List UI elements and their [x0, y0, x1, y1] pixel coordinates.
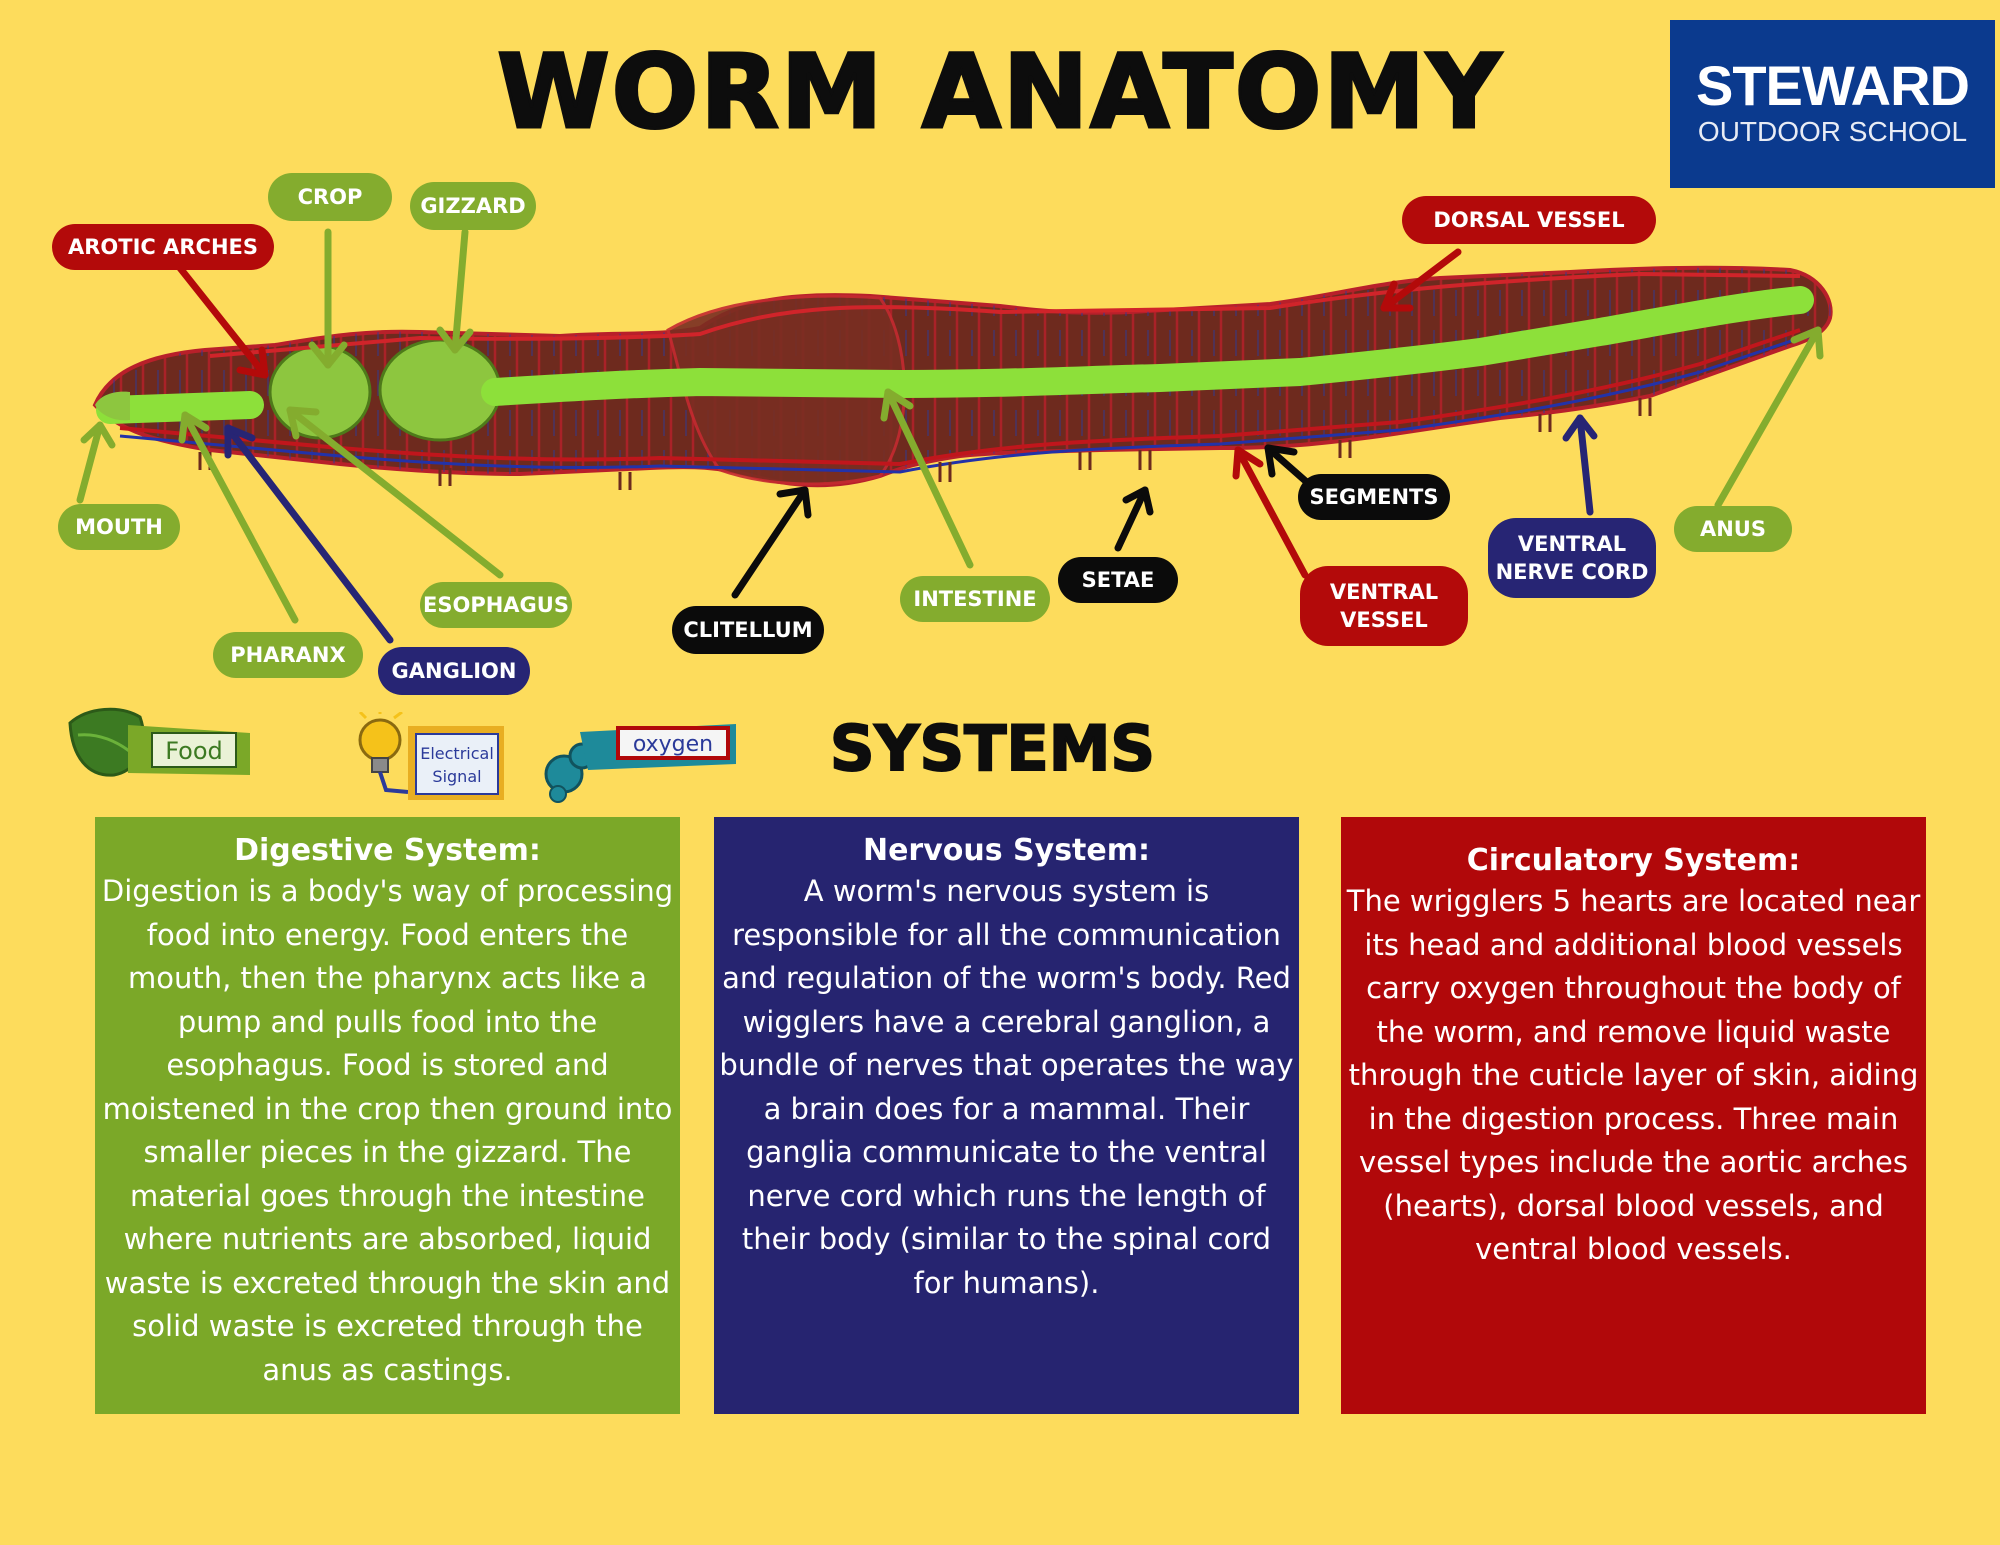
worm-diagram — [76, 228, 1833, 644]
label-ventral-nerve-cord: VENTRAL NERVE CORD — [1488, 518, 1656, 598]
electrical-key-label-1: Electrical — [420, 744, 494, 763]
circulatory-system-box: Circulatory System: The wrigglers 5 hear… — [1341, 817, 1926, 1414]
nervous-system-box: Nervous System: A worm's nervous system … — [714, 817, 1299, 1414]
anus-arrow — [1714, 326, 1824, 509]
label-arrows — [76, 228, 1824, 644]
label-gizzard: GIZZARD — [410, 182, 536, 230]
dorsal-vessel-arrow — [1380, 248, 1462, 312]
food-key-label: Food — [165, 737, 223, 765]
nervous-heading: Nervous System: — [862, 833, 1151, 868]
ventral-vessel-line — [119, 328, 1801, 467]
circulatory-heading: Circulatory System: — [1466, 843, 1801, 878]
label-mouth: MOUTH — [58, 504, 180, 550]
ventral-nerve-cord-line-1: VENTRAL — [1517, 531, 1627, 556]
aortic-arches-arrow — [176, 264, 269, 379]
electrical-signal-key: Electrical Signal — [358, 712, 504, 800]
intestine-arrow — [880, 388, 974, 569]
pharanx-arrow — [178, 411, 299, 624]
crop-arrow — [308, 228, 348, 369]
electrical-key-label-2: Signal — [432, 767, 481, 786]
ventral-vessel-line-1: VENTRAL — [1329, 579, 1439, 604]
gizzard-arrow — [436, 228, 474, 354]
ganglion-arrow — [224, 424, 394, 644]
label-dorsal-vessel: DORSAL VESSEL — [1402, 196, 1656, 244]
nervous-body: A worm's nervous system is responsible f… — [719, 874, 1294, 1300]
ventral-nerve-cord-arrow — [1562, 414, 1598, 516]
digestive-heading: Digestive System: — [234, 833, 541, 868]
label-intestine: INTESTINE — [900, 576, 1050, 622]
digestive-system-box: Digestive System: Digestion is a body's … — [95, 817, 680, 1414]
mouth-tip — [95, 391, 130, 421]
steward-logo: STEWARD OUTDOOR SCHOOL — [1670, 20, 1995, 188]
food-key: Food — [68, 707, 250, 777]
logo-subtitle: OUTDOOR SCHOOL — [1697, 116, 1968, 147]
dorsal-vessel-line — [209, 271, 1801, 358]
oxygen-key: oxygen — [544, 724, 736, 803]
label-clitellum: CLITELLUM — [672, 606, 824, 654]
label-anus: ANUS — [1674, 506, 1792, 552]
setae-arrow — [1114, 486, 1154, 552]
ventral-nerve-cord-line-2: NERVE CORD — [1495, 560, 1649, 584]
label-aortic-arches: AROTIC ARCHES — [52, 224, 274, 270]
ventral-vessel-arrow — [1232, 446, 1309, 579]
digestive-body: Digestion is a body's way of processing … — [101, 874, 674, 1387]
clitellum-arrow — [731, 486, 812, 599]
circulatory-body: The wrigglers 5 hearts are located near … — [1346, 884, 1921, 1266]
label-crop: CROP — [268, 173, 392, 221]
label-segments: SEGMENTS — [1298, 474, 1450, 520]
label-pharanx: PHARANX — [213, 632, 363, 678]
ventral-vessel-line-2: VESSEL — [1340, 608, 1428, 632]
ventral-nerve-line — [119, 336, 1801, 474]
esophagus-arrow — [286, 406, 504, 579]
oxygen-key-label: oxygen — [633, 732, 713, 757]
label-esophagus: ESOPHAGUS — [420, 582, 572, 628]
label-setae: SETAE — [1058, 557, 1178, 603]
intestine-tube — [96, 286, 1814, 424]
systems-heading: SYSTEMS — [829, 712, 1156, 785]
page-title: WORM ANATOMY — [496, 33, 1503, 152]
mouth-arrow — [76, 421, 116, 504]
logo-name: STEWARD — [1696, 54, 1970, 117]
label-ganglion: GANGLION — [378, 647, 530, 695]
label-ventral-vessel: VENTRAL VESSEL — [1300, 566, 1468, 646]
